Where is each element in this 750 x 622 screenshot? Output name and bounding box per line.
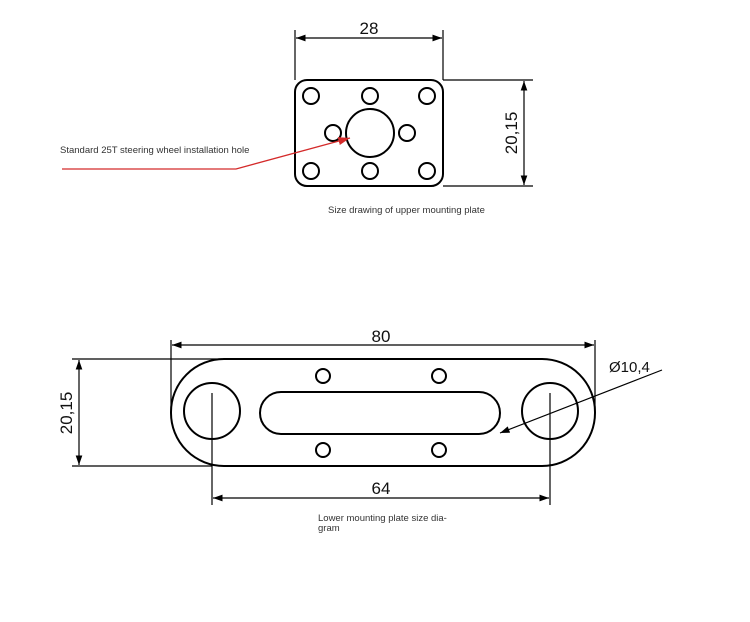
upper-plate-hole	[324, 124, 342, 142]
upper-plate-hole	[418, 87, 436, 105]
lower-plate-caption-line1: Lower mounting plate size dia-	[318, 513, 447, 524]
lower-plate-drawing: 80 20,15 64 Ø10,4 Lower mounting plate s…	[57, 327, 663, 534]
upper-width-dimension: 28	[294, 19, 444, 80]
lower-length-dimension: 80	[170, 327, 596, 411]
upper-plate-hole	[418, 162, 436, 180]
lower-plate-outline	[170, 358, 596, 467]
upper-plate-hole	[361, 162, 379, 180]
callout-label: Standard 25T steering wheel installation…	[60, 145, 249, 156]
lower-plate-slot	[259, 391, 501, 435]
lower-plate-caption-line2: gram	[318, 523, 340, 534]
lower-plate-small-hole	[315, 368, 331, 384]
upper-plate-hole	[302, 162, 320, 180]
lower-hole-diameter-callout: Ø10,4	[499, 359, 663, 434]
lower-plate-small-hole	[431, 442, 447, 458]
upper-plate-hole	[302, 87, 320, 105]
lower-height-dimension: 20,15	[57, 358, 222, 467]
lower-height-label: 20,15	[57, 392, 76, 435]
upper-plate-hole	[361, 87, 379, 105]
upper-plate-center-hole	[345, 108, 395, 158]
upper-plate-drawing: 28 20,15 Standard 25T steering wheel ins…	[60, 19, 533, 216]
lower-hole-diameter-label: Ø10,4	[609, 359, 650, 376]
callout-leader	[62, 137, 351, 170]
lower-length-label: 80	[372, 327, 391, 346]
lower-hole-spacing-dimension: 64	[211, 393, 551, 505]
upper-width-label: 28	[360, 19, 379, 38]
steering-hole-callout: Standard 25T steering wheel installation…	[60, 137, 351, 170]
upper-plate-outline	[294, 79, 444, 187]
lower-plate-small-hole	[315, 442, 331, 458]
lower-plate-small-hole	[431, 368, 447, 384]
upper-height-label: 20,15	[502, 112, 521, 155]
upper-plate-hole	[398, 124, 416, 142]
lower-spacing-label: 64	[372, 479, 391, 498]
upper-height-dimension: 20,15	[443, 79, 533, 187]
upper-plate-caption: Size drawing of upper mounting plate	[328, 205, 485, 216]
